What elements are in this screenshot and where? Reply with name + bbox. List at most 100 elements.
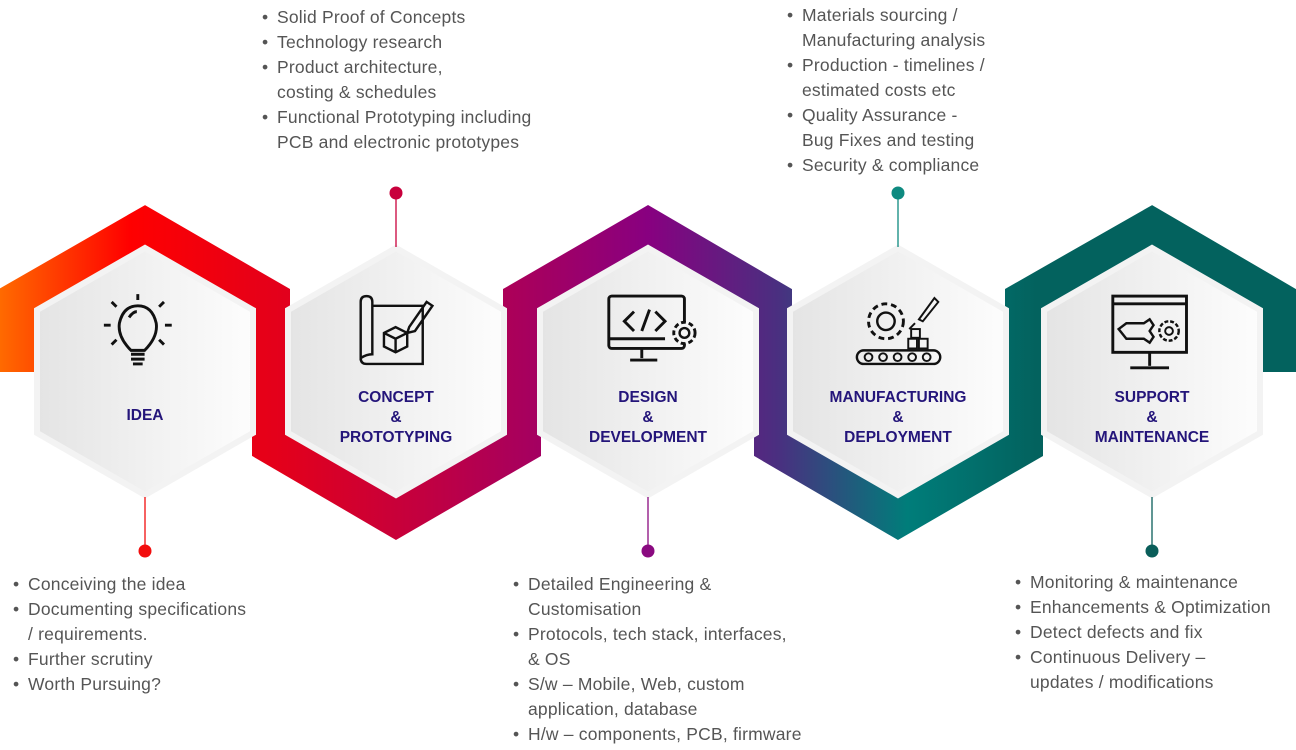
list-item: • Security & compliance (787, 153, 985, 178)
list-item-text: Customisation (528, 599, 642, 619)
hexagon-idea (34, 244, 256, 499)
stage-title-line: IDEA (126, 407, 164, 424)
bullet-icon: • (13, 599, 20, 619)
bullet-icon: • (1015, 622, 1022, 642)
stage-title-support: SUPPORT & MAINTENANCE (1044, 388, 1260, 448)
list-item-text: estimated costs etc (802, 80, 956, 100)
bullet-icon: • (262, 57, 269, 77)
stage-title-line: DEVELOPMENT (589, 429, 707, 446)
list-item-text: updates / modifications (1030, 672, 1214, 692)
connector-dot-concept (389, 186, 403, 200)
list-item: • Worth Pursuing? (13, 672, 246, 697)
bullet-icon: • (787, 155, 794, 175)
bullet-icon: • (513, 624, 520, 644)
hexagon-support (1041, 244, 1263, 499)
list-item: •Materials sourcing /Manufacturing analy… (787, 3, 985, 53)
bullet-icon: • (787, 55, 794, 75)
list-item-text: Production - timelines / (802, 55, 985, 75)
stage-title-design: DESIGN & DEVELOPMENT (540, 388, 756, 448)
stage-title-line: MANUFACTURING (829, 389, 967, 406)
bullet-icon: • (13, 574, 20, 594)
list-item-text: Worth Pursuing? (28, 674, 162, 694)
list-item-text: & OS (528, 649, 571, 669)
list-item-text: Continuous Delivery – (1030, 647, 1206, 667)
stage-title-line: & (390, 409, 402, 426)
list-item-text: application, database (528, 699, 698, 719)
list-item: • Further scrutiny (13, 647, 246, 672)
connector-dot-design (641, 544, 655, 558)
code-monitor-gear-icon (603, 290, 698, 377)
stage-title-line: & (892, 409, 904, 426)
list-item: • Conceiving the idea (13, 572, 246, 597)
list-item: • Quality Assurance - Bug Fixes and testin… (787, 103, 985, 153)
stage-details-concept: •Solid Proof of Concepts•Technology rese… (262, 5, 531, 155)
stage-title-idea: IDEA (37, 406, 253, 426)
list-item: • Monitoring & maintenance (1015, 570, 1271, 595)
ribbon (0, 205, 1296, 540)
list-item-text: costing & schedules (277, 82, 437, 102)
list-item-text: Monitoring & maintenance (1030, 572, 1239, 592)
hexagon-manufacturing (787, 244, 1009, 499)
stage-title-line: & (1146, 409, 1158, 426)
list-item-text: Conceiving the idea (28, 574, 186, 594)
list-item-text: Detailed Engineering & (528, 574, 712, 594)
list-item-text: Technology research (277, 32, 443, 52)
bullet-icon: • (513, 574, 520, 594)
stage-details-support: • Monitoring & maintenance • Enhancements &… (1015, 570, 1271, 695)
list-item-text: Further scrutiny (28, 649, 153, 669)
connector-dot-support (1145, 544, 1159, 558)
stage-details-manufacturing: •Materials sourcing /Manufacturing analy… (787, 3, 985, 178)
bullet-icon: • (1015, 597, 1022, 617)
bullet-icon: • (1015, 572, 1022, 592)
stage-title-line: DEPLOYMENT (844, 429, 952, 446)
list-item: • Technology research (262, 30, 531, 55)
stage-title-line: DESIGN (618, 389, 678, 406)
list-item: • Enhancements & Optimization (1015, 595, 1271, 620)
stage-title-line: CONCEPT (358, 389, 434, 406)
list-item-text: Quality Assurance - (802, 105, 958, 125)
list-item: • Protocols, tech stack, interfaces, & OS (513, 622, 802, 672)
bullet-icon: • (13, 674, 20, 694)
hexagon-design (537, 244, 759, 499)
bullet-icon: • (513, 674, 520, 694)
list-item-text: Product architecture, (277, 57, 443, 77)
list-item: • Detailed Engineering & Customisation (513, 572, 802, 622)
bullet-icon: • (13, 649, 20, 669)
list-item-text: Protocols, tech stack, interfaces, (528, 624, 787, 644)
hexagon-concept (285, 244, 507, 499)
bullet-icon: • (787, 5, 794, 25)
stage-title-line: PROTOTYPING (339, 429, 453, 446)
stage-details-idea: • Conceiving the idea • Documenting specifi… (13, 572, 246, 697)
blueprint-cube-icon (351, 290, 446, 377)
list-item-text: Security & compliance (802, 155, 980, 175)
list-item: •H/w – components, PCB, firmware (513, 722, 802, 747)
lightbulb-icon (100, 290, 195, 377)
stage-title-line: & (642, 409, 654, 426)
list-item-text: Bug Fixes and testing (802, 130, 975, 150)
stage-title-line: SUPPORT (1114, 389, 1190, 406)
list-item-text: Documenting specifications (28, 599, 247, 619)
list-item: •Documenting specifications/ requirement… (13, 597, 246, 647)
stage-title-manufacturing: MANUFACTURING & DEPLOYMENT (790, 388, 1006, 448)
bullet-icon: • (513, 724, 520, 744)
list-item: • Product architecture, costing & schedule… (262, 55, 531, 105)
bullet-icon: • (262, 32, 269, 52)
stage-details-design: • Detailed Engineering & Customisation • Pro… (513, 572, 802, 747)
list-item-text: Solid Proof of Concepts (277, 7, 466, 27)
monitor-wrench-gear-icon (1107, 290, 1202, 377)
list-item: • Production - timelines / estimated costs… (787, 53, 985, 103)
connector-dot-manufacturing (891, 186, 905, 200)
list-item-text: Enhancements & Optimization (1030, 597, 1271, 617)
list-item: •Continuous Delivery –updates / modifica… (1015, 645, 1271, 695)
list-item: • S/w – Mobile, Web, custom application, d… (513, 672, 802, 722)
list-item-text: S/w – Mobile, Web, custom (528, 674, 745, 694)
bullet-icon: • (262, 107, 269, 127)
list-item-text: Manufacturing analysis (802, 30, 986, 50)
stage-title-concept: CONCEPT & PROTOTYPING (288, 388, 504, 448)
list-item: •Solid Proof of Concepts (262, 5, 531, 30)
stage-title-line: MAINTENANCE (1094, 429, 1210, 446)
bullet-icon: • (787, 105, 794, 125)
conveyor-rocket-icon (853, 290, 948, 377)
